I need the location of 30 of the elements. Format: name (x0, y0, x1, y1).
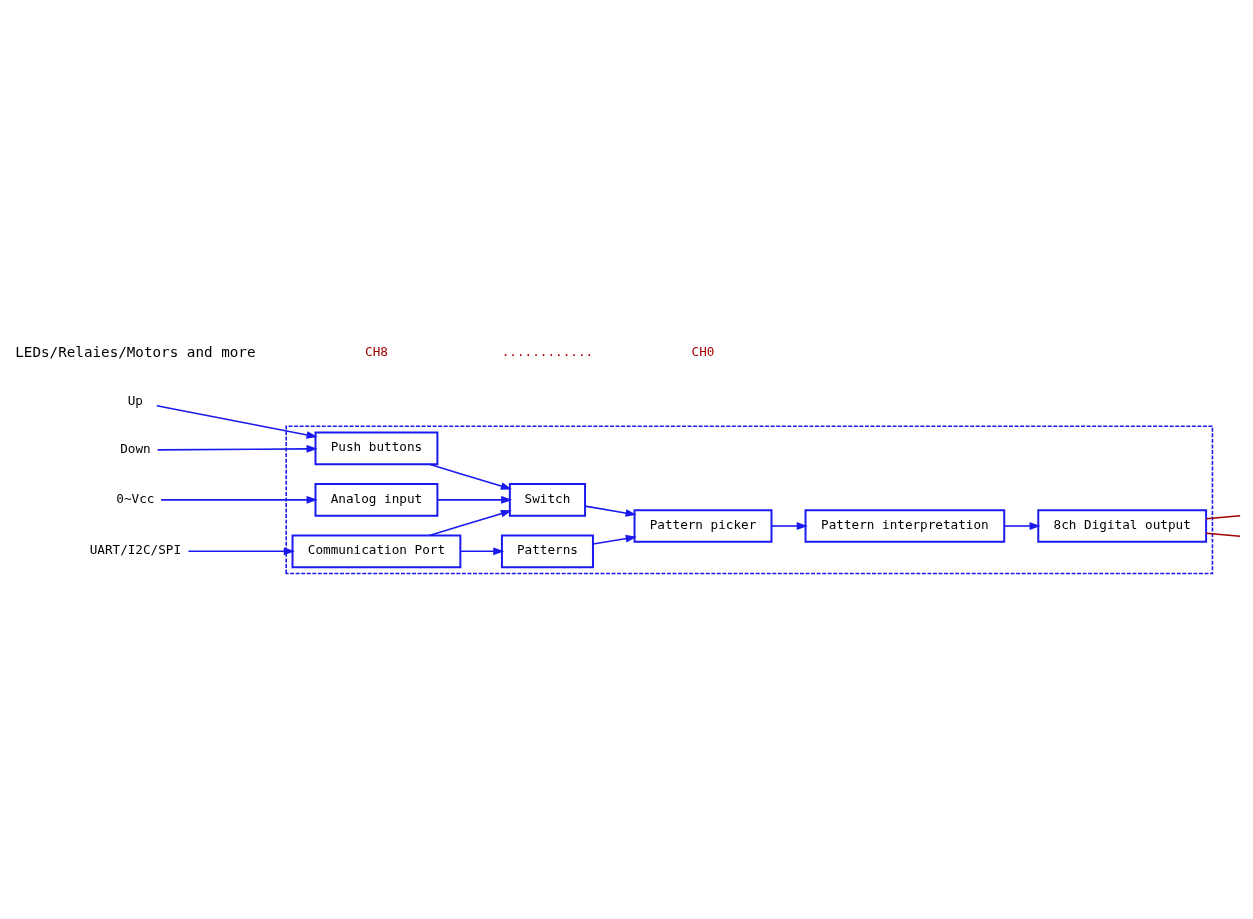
node-text: 0~Vcc (116, 490, 155, 506)
node-box: Patterns (500, 534, 594, 569)
node-box: 8ch Digital output (1037, 509, 1208, 543)
node-box: Pattern picker (633, 509, 773, 543)
node-text: Up (127, 392, 144, 408)
node-box: Push buttons (314, 431, 439, 466)
arrow (428, 463, 512, 490)
node-box: Analog input (314, 483, 439, 517)
arrow (187, 547, 295, 556)
connector (1205, 514, 1241, 520)
node-box: Communication Port (291, 534, 462, 569)
arrow (156, 445, 318, 453)
node-text: Down (120, 441, 151, 457)
arrow (459, 547, 505, 556)
label: CH0 (691, 344, 715, 360)
arrow (428, 509, 512, 537)
label: CH8 (365, 344, 388, 360)
arrow (770, 522, 808, 530)
node-text: UART/I2C/SPI (89, 542, 182, 558)
arrow (592, 534, 637, 545)
node-box: Pattern interpretation (804, 509, 1006, 543)
arrow (584, 505, 637, 517)
connector (1205, 532, 1241, 538)
arrow (156, 404, 318, 439)
arrow (160, 496, 318, 504)
arrow (1003, 522, 1041, 530)
label: ............ (501, 344, 594, 360)
arrow (436, 496, 513, 504)
node-box: Switch (508, 483, 587, 517)
label: LEDs/Relaies/Motors and more (15, 343, 256, 360)
